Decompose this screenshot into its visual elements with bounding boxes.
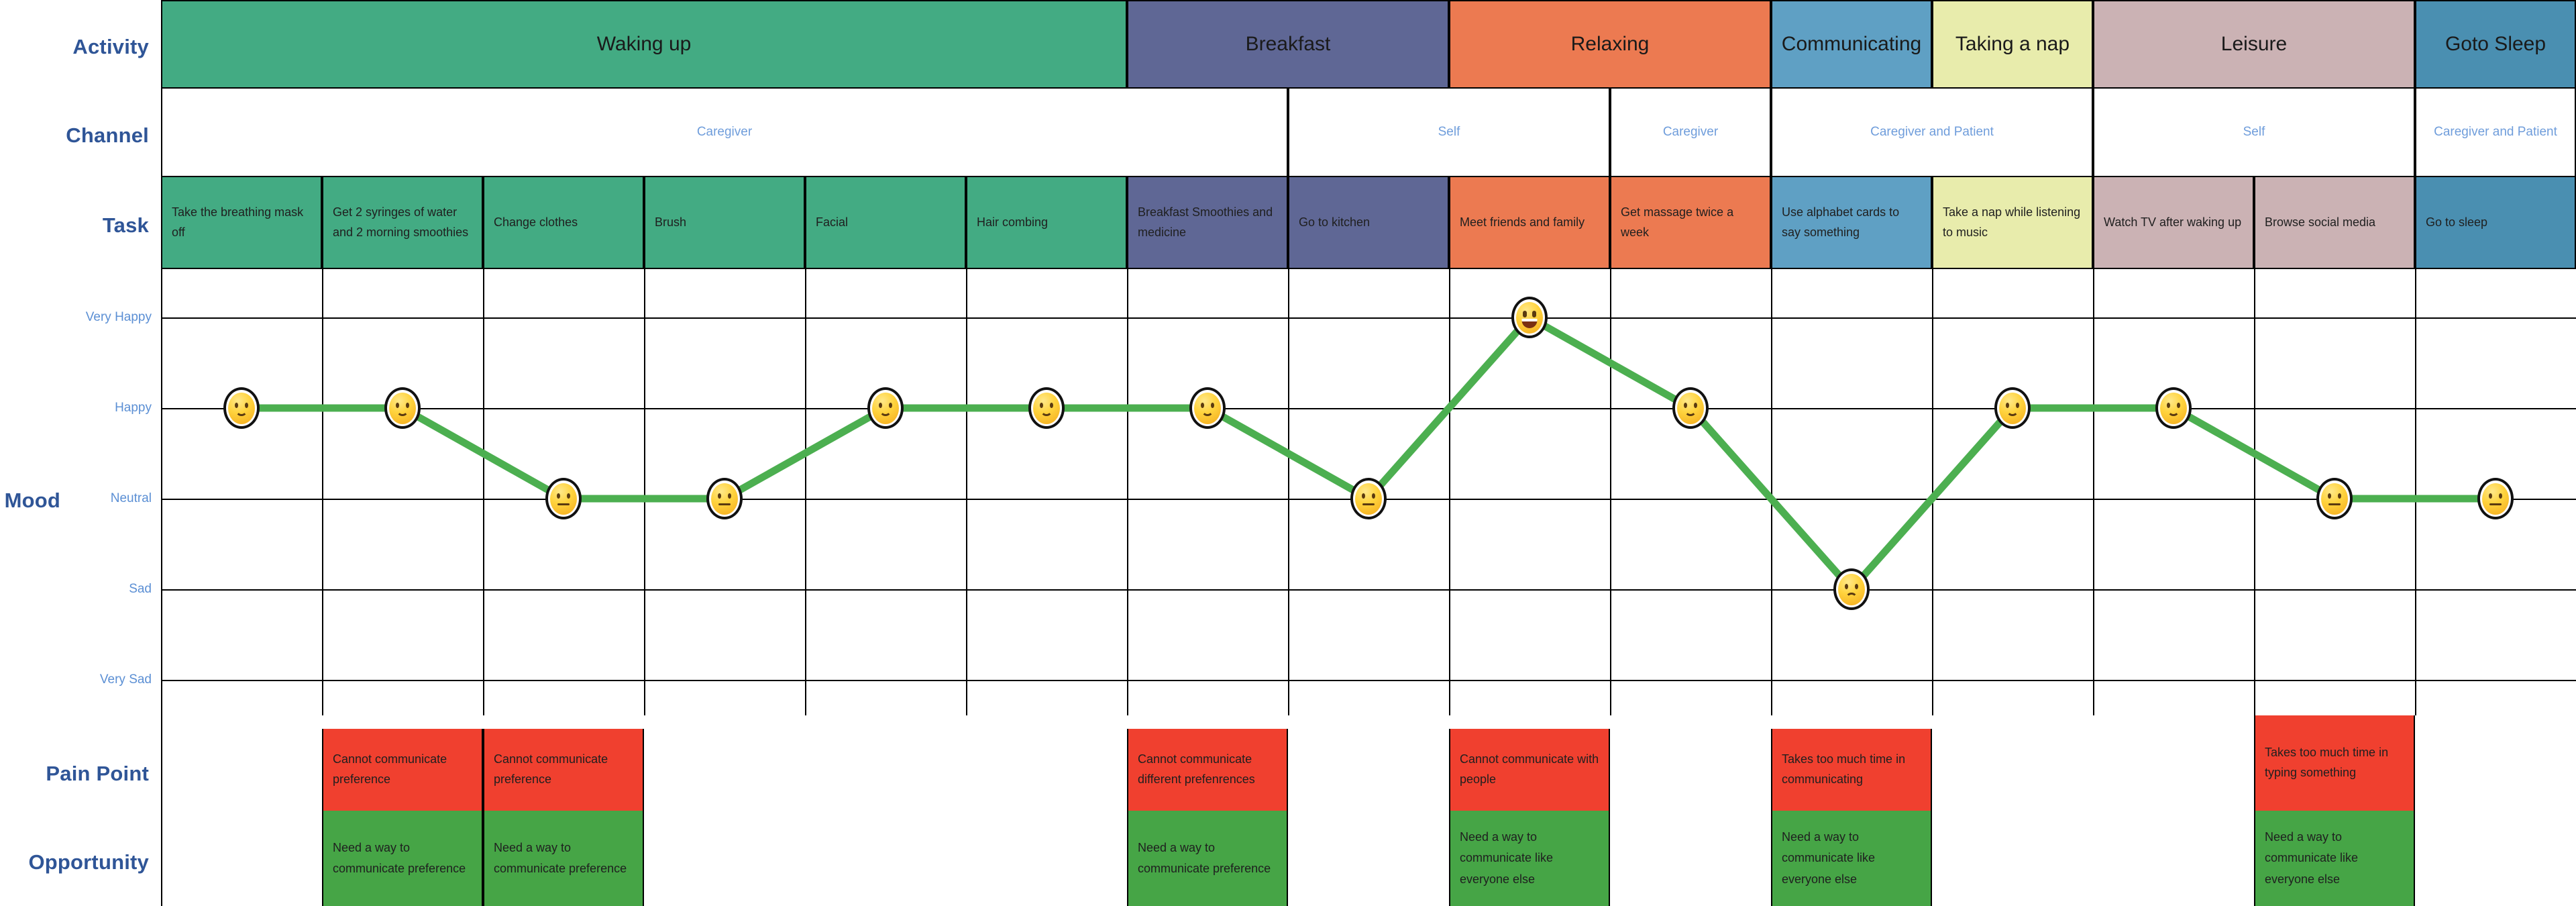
- mood-tick-sad: Sad: [129, 582, 152, 596]
- activity-cell[interactable]: Taking a nap: [1932, 1, 2093, 87]
- mood-marker-sad-icon[interactable]: [1833, 568, 1870, 610]
- channel-cell[interactable]: Caregiver: [161, 89, 1288, 176]
- activity-cell[interactable]: Relaxing: [1449, 1, 1771, 87]
- pain-point-card[interactable]: Cannot communicate preference: [483, 729, 644, 811]
- mood-marker-happy-icon[interactable]: [384, 387, 421, 429]
- activity-cell[interactable]: Breakfast: [1127, 1, 1449, 87]
- task-cell[interactable]: Breakfast Smoothies and medicine: [1127, 177, 1288, 268]
- row-label-channel: Channel: [66, 123, 149, 147]
- row-label-gutter: Activity Channel Task Mood Pain Point Op…: [0, 0, 161, 906]
- mood-column-divider: [1610, 269, 1611, 715]
- mood-column-divider: [644, 269, 645, 715]
- opportunity-card[interactable]: Need a way to communicate like everyone …: [1449, 811, 1610, 906]
- mood-column-divider: [2254, 269, 2255, 715]
- task-cell[interactable]: Get massage twice a week: [1610, 177, 1771, 268]
- mood-column-divider: [483, 269, 484, 715]
- channel-cell[interactable]: Caregiver and Patient: [2415, 89, 2576, 176]
- opportunity-card[interactable]: Need a way to communicate like everyone …: [2254, 811, 2415, 906]
- mood-column-divider: [2093, 269, 2094, 715]
- channel-cell[interactable]: Self: [2093, 89, 2415, 176]
- mood-column-divider: [161, 269, 162, 715]
- pain-point-card[interactable]: Cannot communicate different prefenrence…: [1127, 729, 1288, 811]
- task-cell[interactable]: Take the breathing mask off: [161, 177, 322, 268]
- mood-column-divider: [322, 269, 323, 715]
- mood-gridline: [161, 408, 2576, 409]
- row-label-pain-point: Pain Point: [46, 762, 149, 785]
- activity-cell[interactable]: Waking up: [161, 1, 1127, 87]
- channel-cell[interactable]: Caregiver and Patient: [1771, 89, 2093, 176]
- task-cell[interactable]: Hair combing: [966, 177, 1127, 268]
- task-cell[interactable]: Brush: [644, 177, 805, 268]
- mood-marker-very-happy-icon[interactable]: [1511, 297, 1548, 338]
- mood-column-divider: [1288, 269, 1289, 715]
- task-cell[interactable]: Browse social media: [2254, 177, 2415, 268]
- channel-cell[interactable]: Self: [1288, 89, 1610, 176]
- mood-chart: [161, 269, 2576, 715]
- mood-marker-happy-icon[interactable]: [223, 387, 260, 429]
- row-label-opportunity: Opportunity: [28, 850, 149, 874]
- activity-cell[interactable]: Leisure: [2093, 1, 2415, 87]
- task-cell[interactable]: Meet friends and family: [1449, 177, 1610, 268]
- mood-tick-happy: Happy: [115, 401, 152, 415]
- mood-gridline: [161, 589, 2576, 591]
- pain-point-card[interactable]: Takes too much time in typing something: [2254, 715, 2415, 811]
- mood-column-divider: [2415, 269, 2416, 715]
- activity-cell[interactable]: Communicating: [1771, 1, 1932, 87]
- mood-tick-very-sad: Very Sad: [99, 672, 152, 687]
- opportunity-card[interactable]: Need a way to communicate like everyone …: [1771, 811, 1932, 906]
- mood-tick-neutral: Neutral: [110, 491, 152, 505]
- mood-column-divider: [966, 269, 967, 715]
- mood-column-divider: [1449, 269, 1450, 715]
- mood-gridline: [161, 317, 2576, 319]
- mood-marker-neutral-icon[interactable]: [2477, 478, 2514, 519]
- row-label-task: Task: [102, 213, 149, 237]
- mood-tick-very-happy: Very Happy: [85, 310, 152, 324]
- pain-point-card[interactable]: Cannot communicate with people: [1449, 729, 1610, 811]
- task-cell[interactable]: Use alphabet cards to say something: [1771, 177, 1932, 268]
- opportunity-card[interactable]: Need a way to communicate preference: [322, 811, 483, 906]
- mood-marker-happy-icon[interactable]: [1189, 387, 1226, 429]
- mood-marker-happy-icon[interactable]: [867, 387, 904, 429]
- mood-marker-happy-icon[interactable]: [2155, 387, 2192, 429]
- mood-marker-neutral-icon[interactable]: [2316, 478, 2353, 519]
- opportunity-card[interactable]: Need a way to communicate preference: [1127, 811, 1288, 906]
- task-cell[interactable]: Go to sleep: [2415, 177, 2576, 268]
- mood-column-divider: [1932, 269, 1933, 715]
- opportunity-card[interactable]: Need a way to communicate preference: [483, 811, 644, 906]
- task-cell[interactable]: Take a nap while listening to music: [1932, 177, 2093, 268]
- mood-marker-happy-icon[interactable]: [1672, 387, 1709, 429]
- mood-marker-happy-icon[interactable]: [1028, 387, 1065, 429]
- mood-marker-neutral-icon[interactable]: [706, 478, 743, 519]
- task-cell[interactable]: Watch TV after waking up: [2093, 177, 2254, 268]
- row-label-activity: Activity: [72, 35, 149, 58]
- mood-column-divider: [1771, 269, 1772, 715]
- task-cell[interactable]: Go to kitchen: [1288, 177, 1449, 268]
- mood-marker-neutral-icon[interactable]: [545, 478, 582, 519]
- pain-point-card[interactable]: Cannot communicate preference: [322, 729, 483, 811]
- mood-column-divider: [1127, 269, 1128, 715]
- mood-marker-happy-icon[interactable]: [1994, 387, 2031, 429]
- task-cell[interactable]: Facial: [805, 177, 966, 268]
- row-label-mood: Mood: [4, 489, 60, 512]
- pain-point-card[interactable]: Takes too much time in communicating: [1771, 729, 1932, 811]
- mood-gridline: [161, 680, 2576, 681]
- mood-column-divider: [805, 269, 806, 715]
- task-cell[interactable]: Change clothes: [483, 177, 644, 268]
- activity-cell[interactable]: Goto Sleep: [2415, 1, 2576, 87]
- channel-cell[interactable]: Caregiver: [1610, 89, 1771, 176]
- task-cell[interactable]: Get 2 syringes of water and 2 morning sm…: [322, 177, 483, 268]
- mood-marker-neutral-icon[interactable]: [1350, 478, 1387, 519]
